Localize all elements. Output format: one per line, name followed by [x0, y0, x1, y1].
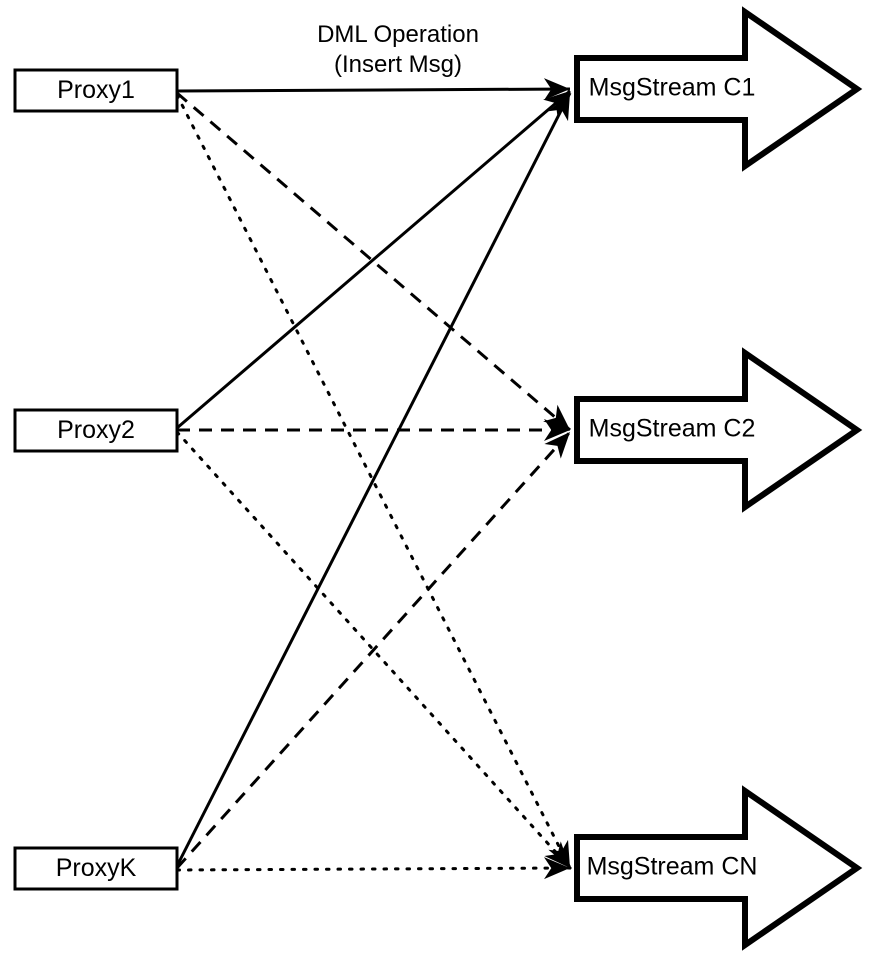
arrowheads-layer: [543, 78, 570, 880]
arrowhead-proxyK-c2: [544, 432, 570, 459]
edge-proxy1-c1: [176, 87, 571, 93]
stream-c1[interactable]: MsgStream C1: [574, 6, 863, 172]
edge-label-dml-operation: DML Operation (Insert Msg): [317, 21, 479, 78]
arrowhead-proxy2-c1: [543, 91, 570, 117]
stream-label-cn: MsgStream CN: [587, 853, 758, 881]
arrowhead-proxy1-c1: [543, 78, 570, 101]
arrowhead-proxy2-cn: [544, 841, 570, 868]
arrowhead-proxy1-c2: [543, 404, 570, 430]
proxy-box-proxy1: [13, 68, 179, 113]
stream-c2[interactable]: MsgStream C2: [574, 347, 863, 513]
stream-arrow-shape-cn: [574, 785, 863, 951]
edges-layer: [175, 87, 572, 872]
stream-cn[interactable]: MsgStream CN: [574, 785, 863, 951]
proxy-box-proxyK: [13, 846, 179, 891]
streams-layer: MsgStream C1 MsgStream C2 MsgStream CN: [574, 6, 863, 951]
edge-label-line-2: (Insert Msg): [334, 51, 462, 78]
proxy-box-proxy2: [13, 408, 179, 453]
edge-proxy2-c1: [176, 89, 571, 430]
edge-proxyK-cn: [175, 866, 572, 872]
edge-label-line-1: DML Operation: [317, 21, 479, 48]
arrowhead-proxyK-cn: [543, 857, 570, 880]
stream-label-c1: MsgStream C1: [589, 74, 756, 102]
proxy-label-proxyK: ProxyK: [56, 854, 137, 882]
stream-label-c2: MsgStream C2: [589, 415, 756, 443]
arrowhead-proxy2-c2: [544, 419, 570, 441]
arrowhead-proxyK-c1: [548, 93, 570, 122]
stream-arrow-shape-c1: [574, 6, 863, 172]
proxy-node-proxy1[interactable]: Proxy1: [13, 68, 179, 113]
proxy-label-proxy2: Proxy2: [57, 416, 135, 444]
proxy-node-proxyK[interactable]: ProxyK: [13, 846, 179, 891]
stream-arrow-shape-c2: [574, 347, 863, 513]
edge-proxy1-c2: [176, 91, 571, 432]
proxy-node-proxy2[interactable]: Proxy2: [13, 408, 179, 453]
edge-proxyK-c2: [175, 430, 572, 870]
proxy-label-proxy1: Proxy1: [57, 76, 135, 104]
edge-proxyK-c1: [175, 92, 572, 867]
